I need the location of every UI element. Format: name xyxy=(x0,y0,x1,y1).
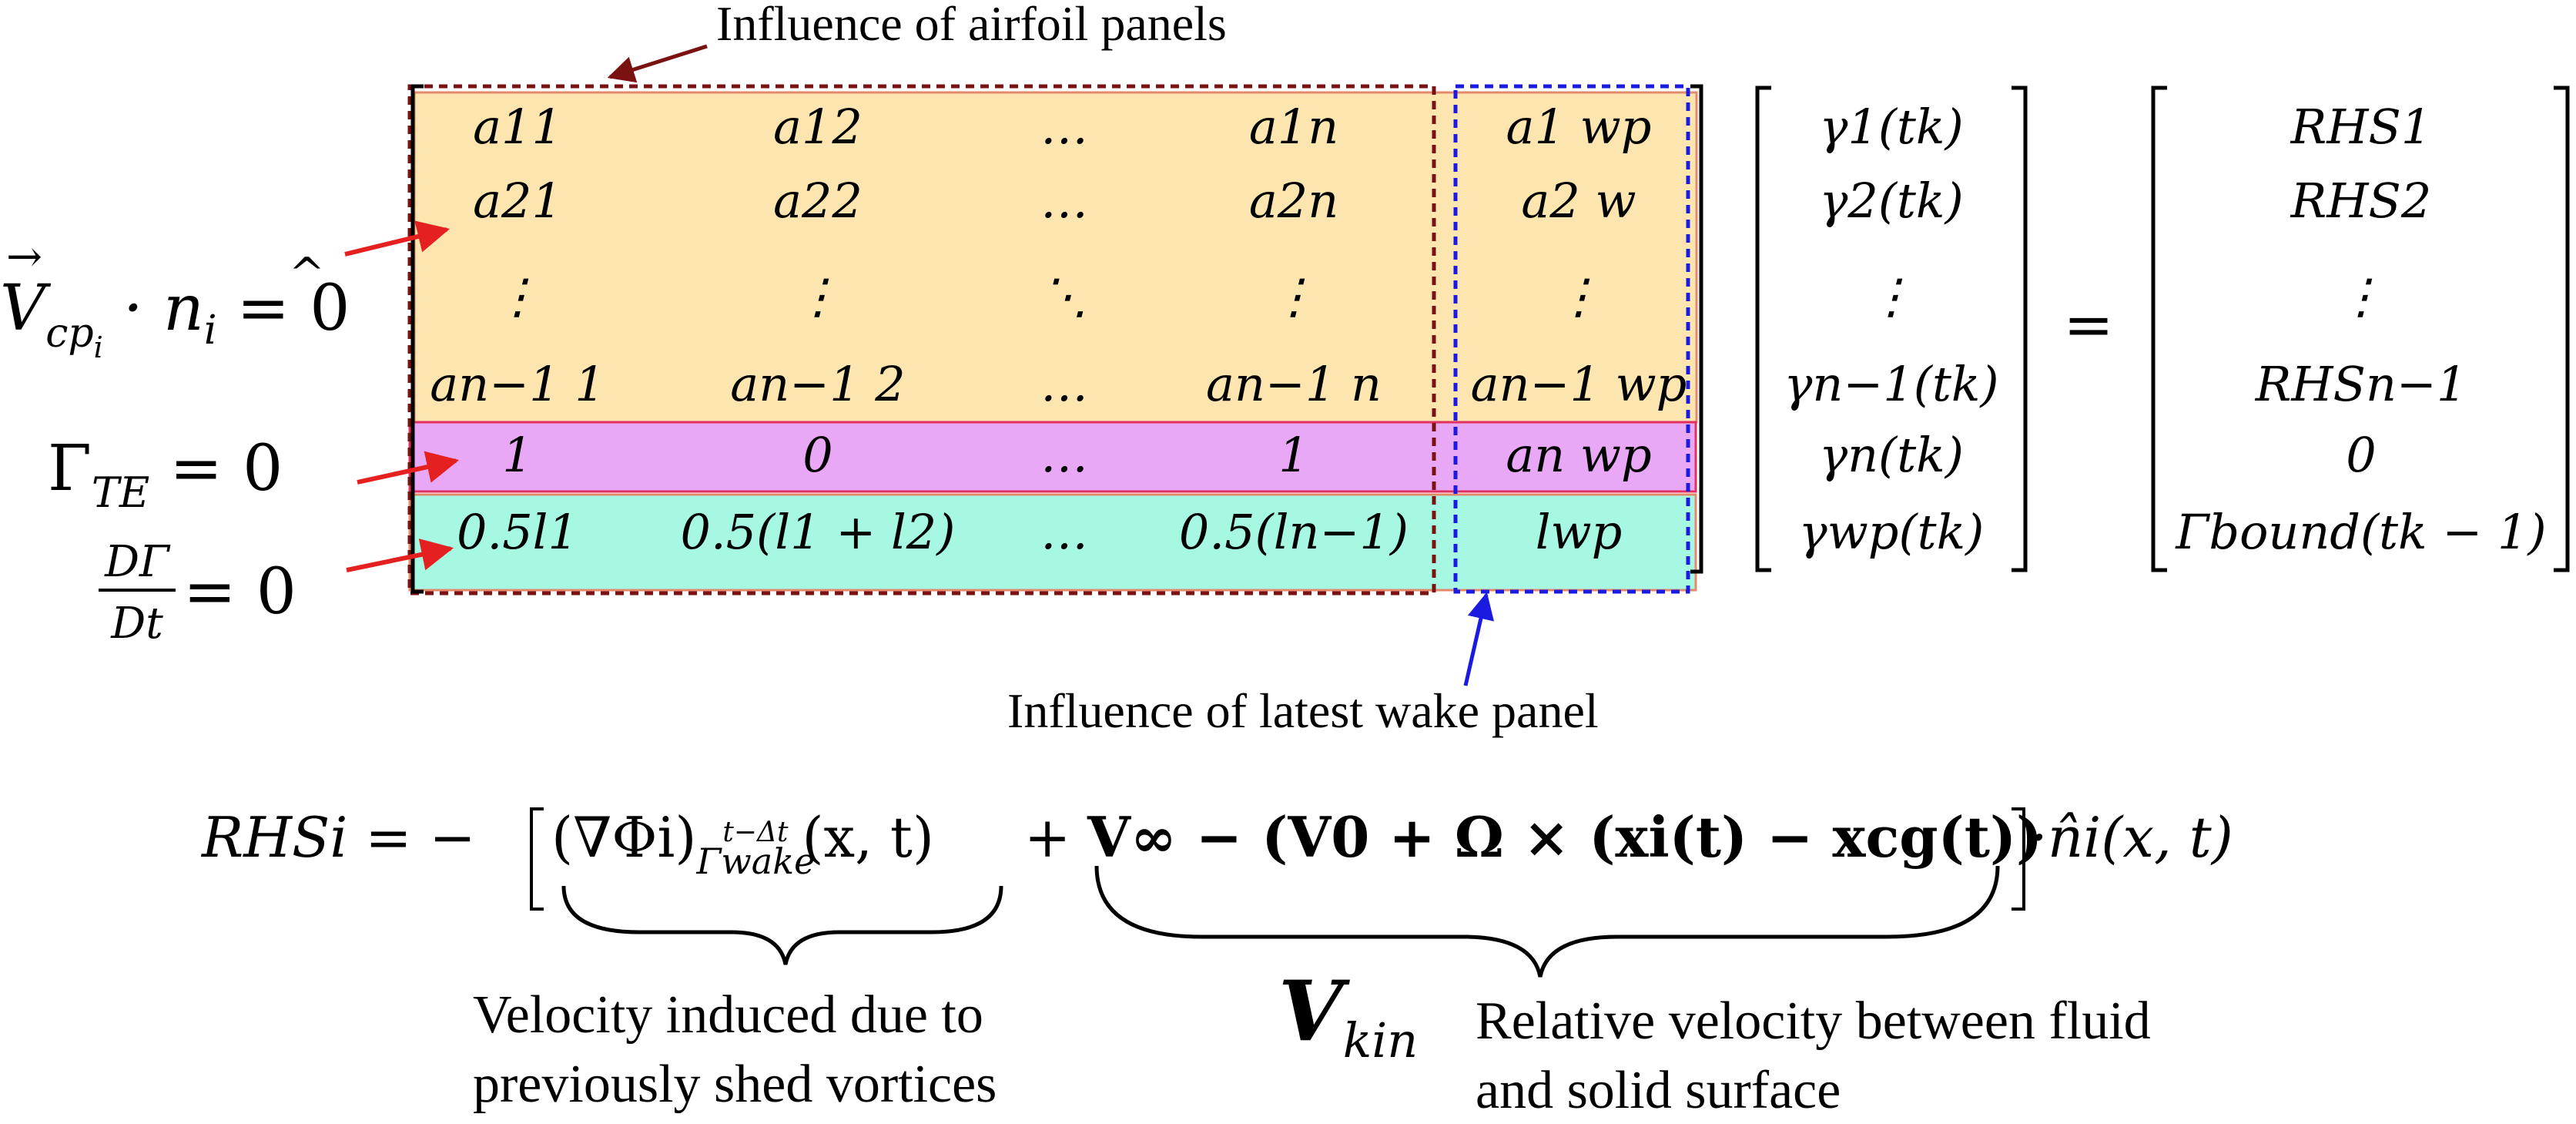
unknown-1: γ1(tk) xyxy=(1819,99,1963,155)
rhs-close-bracket xyxy=(2012,807,2025,911)
induced-velocity-label-line2: previously shed vortices xyxy=(473,1055,997,1114)
matrix-cell-r3-c5: ⋮ xyxy=(1555,268,1603,324)
kelvin-arrow xyxy=(346,539,454,572)
matrix-cell-r4-c1: an−1 1 xyxy=(430,356,605,412)
matrix-cell-r4-c3: … xyxy=(1040,356,1088,412)
no-penetration-label: Vcpi · ni = 0 → ^ xyxy=(0,232,350,364)
svg-text:Vcpi · ni = 0: Vcpi · ni = 0 xyxy=(0,272,350,364)
airfoil-influence-box xyxy=(407,84,1436,596)
matrix-cell-r5-c5: an wp xyxy=(1506,427,1651,483)
unknowns-right-bracket xyxy=(2012,86,2028,572)
matrix-cell-r2-c4: a2n xyxy=(1249,173,1338,229)
unknown-3: ⋮ xyxy=(1868,268,1915,324)
svg-text:RHSi = −: RHSi = − xyxy=(200,805,476,870)
rhs-value-3: ⋮ xyxy=(2337,268,2385,324)
rhs-value-2: RHS2 xyxy=(2290,173,2432,229)
wake-influence-box xyxy=(1453,84,1690,594)
rhs-value-5: 0 xyxy=(2346,427,2376,483)
matrix-cell-r6-c5: lwp xyxy=(1536,504,1623,560)
matrix-cell-r6-c3: … xyxy=(1040,504,1088,560)
svg-text:ΓTE = 0: ΓTE = 0 xyxy=(48,432,283,517)
rhs-value-4: RHSn−1 xyxy=(2255,356,2467,412)
rhs-value-6: Γbound(tk − 1) xyxy=(2175,504,2546,560)
matrix-cell-r6-c2: 0.5(l1 + l2) xyxy=(681,504,956,560)
unknown-2: γ2(tk) xyxy=(1819,173,1963,229)
unknown-4: γn−1(tk) xyxy=(1784,356,1998,412)
matrix-cell-r4-c5: an−1 wp xyxy=(1471,356,1687,412)
normal-hat-accent: ^ xyxy=(289,249,325,299)
vkin-label: Vkin xyxy=(1278,963,1418,1069)
matrix-cell-r2-c1: a21 xyxy=(473,173,562,229)
matrix-cell-r6-c1: 0.5l1 xyxy=(457,504,578,560)
rhs-value-1: RHS1 xyxy=(2290,99,2432,155)
airfoil-panels-annotation: Influence of airfoil panels xyxy=(716,0,1227,51)
matrix-left-bracket xyxy=(410,84,424,594)
svg-text:(∇Φi)Γwaket−Δt(x, t): (∇Φi)Γwaket−Δt(x, t) xyxy=(551,805,934,882)
rhs-equation: RHSi = − (∇Φi)Γwaket−Δt(x, t) + V∞ − (V0… xyxy=(200,804,2233,911)
svg-text:DΓ: DΓ xyxy=(104,537,171,587)
matrix-right-bracket xyxy=(1690,84,1703,574)
relative-velocity-label-line1: Relative velocity between fluid xyxy=(1476,991,2151,1051)
matrix-cell-r5-c3: … xyxy=(1040,427,1088,483)
kutta-row-band xyxy=(408,421,1697,493)
kinematic-velocity-brace xyxy=(1094,865,2000,978)
matrix-cell-r4-c4: an−1 n xyxy=(1206,356,1382,412)
matrix-cell-r1-c1: a11 xyxy=(473,99,562,155)
kelvin-label: DΓ Dt = 0 xyxy=(99,537,296,649)
rhs-right-bracket xyxy=(2554,86,2570,572)
unknown-6: γwp(tk) xyxy=(1799,504,1985,560)
induced-velocity-label-line1: Velocity induced due to xyxy=(473,985,983,1045)
airfoil-panels-arrow xyxy=(607,44,708,83)
matrix-cell-r5-c2: 0 xyxy=(802,427,832,483)
matrix-cell-r2-c2: a22 xyxy=(773,173,863,229)
svg-text:Dt: Dt xyxy=(110,599,163,649)
no-penetration-arrow xyxy=(344,220,451,257)
matrix-cell-r1-c5: a1 wp xyxy=(1506,99,1652,155)
svg-text:V∞ − (V0 + Ω × (xi(t) − xcg(t): V∞ − (V0 + Ω × (xi(t) − xcg(t)) xyxy=(1087,804,2042,870)
svg-text:·n̂i(x, t): ·n̂i(x, t) xyxy=(2030,805,2233,870)
rhs-open-bracket xyxy=(530,807,544,911)
unknowns-left-bracket xyxy=(1755,86,1771,572)
vector-arrow-accent: → xyxy=(6,232,42,282)
wake-panel-arrow xyxy=(1463,592,1495,686)
svg-text:+: + xyxy=(1024,805,1070,870)
unknown-5: γn(tk) xyxy=(1819,427,1964,483)
kutta-arrow xyxy=(357,451,460,485)
matrix-cell-r1-c4: a1n xyxy=(1249,99,1338,155)
unknowns-vector: γ1(tk) γ2(tk) ⋮ γn−1(tk) γn(tk) γwp(tk) xyxy=(1784,99,1998,560)
airfoil-rows-band xyxy=(413,91,1698,424)
matrix-cell-r6-c4: 0.5(ln−1) xyxy=(1179,504,1409,560)
equals-sign: = xyxy=(2063,290,2113,360)
rhs-left-bracket xyxy=(2151,86,2167,572)
matrix-cell-r5-c1: 1 xyxy=(502,427,532,483)
matrix-cell-r2-c5: a2 w xyxy=(1521,173,1636,229)
matrix-cell-r5-c4: 1 xyxy=(1278,427,1308,483)
matrix-cell-r3-c3: ⋱ xyxy=(1040,268,1088,324)
matrix-cell-r3-c4: ⋮ xyxy=(1270,268,1318,324)
wake-panel-annotation: Influence of latest wake panel xyxy=(1007,683,1599,738)
matrix-cell-r2-c3: … xyxy=(1040,173,1088,229)
matrix-cell-r4-c2: an−1 2 xyxy=(730,356,905,412)
relative-velocity-label-line2: and solid surface xyxy=(1476,1061,1841,1120)
matrix-cell-r3-c1: ⋮ xyxy=(494,268,541,324)
svg-text:= 0: = 0 xyxy=(183,555,296,629)
matrix-cell-r1-c3: … xyxy=(1040,99,1088,155)
kutta-label: ΓTE = 0 xyxy=(48,432,283,517)
induced-velocity-brace xyxy=(561,885,1003,965)
circulation-row-band xyxy=(408,493,1697,592)
matrix-cell-r1-c2: a12 xyxy=(773,99,863,155)
matrix-cell-r3-c2: ⋮ xyxy=(794,268,842,324)
matrix-cells: a11 a12 … a1n a1 wp a21 a22 … a2n a2 w ⋮ ⋮ ⋱ ⋮ ⋮ an−1 1… xyxy=(430,99,1687,560)
